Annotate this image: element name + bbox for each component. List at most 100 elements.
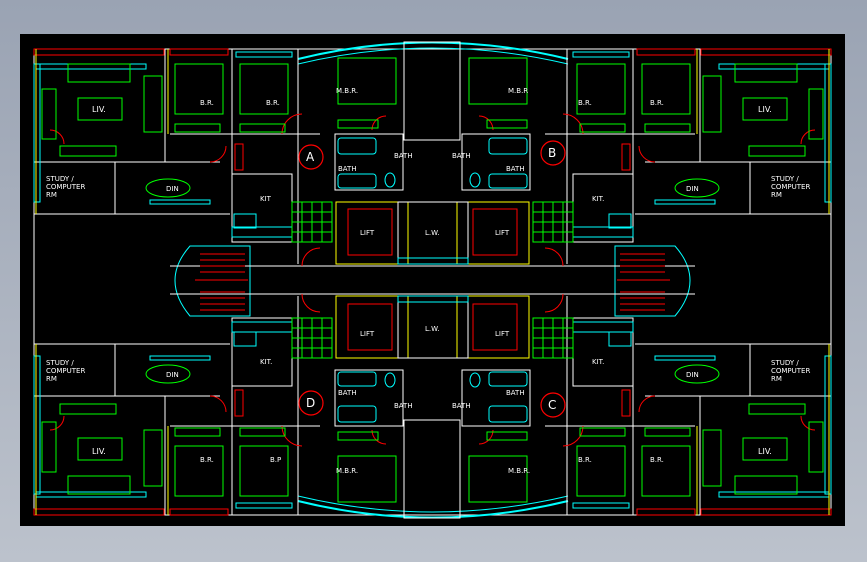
plan-line <box>644 123 691 133</box>
plan-line <box>469 172 481 188</box>
plan-line <box>533 318 573 358</box>
room-label-din: DIN <box>166 185 179 193</box>
plan-line <box>674 178 720 198</box>
plan-line <box>572 317 634 387</box>
room-label-rm: RM <box>46 191 57 199</box>
plan-line <box>641 63 691 115</box>
plan-line <box>41 421 57 473</box>
plan-line <box>239 445 289 497</box>
plan-line <box>337 57 397 105</box>
plan-line <box>41 88 57 140</box>
plan-line <box>169 48 229 56</box>
plan-line <box>337 119 379 129</box>
plan-line <box>231 173 293 243</box>
unit-d-label: D <box>306 396 315 410</box>
room-label-study: STUDY / <box>771 175 799 183</box>
plan-line <box>654 355 716 361</box>
room-label-br: B.R. <box>200 99 214 107</box>
lift-car <box>347 303 393 351</box>
plan-line <box>824 355 832 495</box>
plan-line <box>636 48 696 56</box>
room-label-lift: LIFT <box>360 330 375 338</box>
room-label-br: B.R. <box>578 99 592 107</box>
right-stair-bay <box>614 245 691 317</box>
floor-plan-canvas: A B D C LIV. LIV. LIV. LIV. STUDY / COMP… <box>33 41 832 519</box>
unit-b-label: B <box>548 146 556 160</box>
plan-line <box>33 508 165 516</box>
plan-line <box>572 173 634 243</box>
plan-line <box>638 145 656 163</box>
plan-line <box>397 295 469 303</box>
plan-line <box>33 355 41 495</box>
plan-line <box>800 129 816 145</box>
lift-core-bottom-right <box>456 295 530 359</box>
lift-core-top-left <box>335 201 409 265</box>
plan-line <box>281 113 303 135</box>
plan-line <box>233 331 257 347</box>
room-label-br: B.R. <box>200 456 214 464</box>
plan-line <box>702 429 722 487</box>
plan-line <box>544 293 564 313</box>
plan-line <box>700 508 832 516</box>
room-label-bath: BATH <box>506 389 525 397</box>
room-label-computer: COMPUTER <box>46 367 85 375</box>
plan-line <box>337 371 377 387</box>
plan-line <box>702 75 722 133</box>
room-label-bath: BATH <box>338 165 357 173</box>
plan-line <box>461 369 531 427</box>
plan-line <box>209 145 227 163</box>
plan-line <box>748 145 806 157</box>
room-label-bath: BATH <box>394 152 413 160</box>
room-label-din: DIN <box>166 371 179 379</box>
plan-line <box>337 173 377 189</box>
top-facade-curve <box>297 41 569 60</box>
room-label-lift: LIFT <box>360 229 375 237</box>
room-label-mbr: M.B.R. <box>336 467 358 475</box>
room-label-mbr: M.B.R <box>508 87 528 95</box>
plan-line <box>149 355 211 361</box>
plan-line <box>149 199 211 205</box>
lift-core-bottom-left <box>335 295 409 359</box>
room-label-liv: LIV. <box>758 105 772 114</box>
outer-wall <box>33 48 832 516</box>
plan-line <box>59 403 117 415</box>
plan-line <box>174 63 224 115</box>
room-label-br: B.R. <box>578 456 592 464</box>
plan-line <box>234 143 244 171</box>
plan-line <box>145 178 191 198</box>
plan-line <box>572 502 630 509</box>
plan-line <box>49 415 65 431</box>
room-label-lobby: L.W. <box>425 325 439 333</box>
bottom-facade-curve-inner <box>297 495 569 513</box>
plan-line <box>461 133 531 191</box>
room-label-kit: KIT. <box>592 358 604 366</box>
room-label-rm: RM <box>46 375 57 383</box>
plan-line <box>143 429 163 487</box>
room-label-study: STUDY / <box>771 359 799 367</box>
room-label-liv: LIV. <box>92 105 106 114</box>
plan-line <box>397 257 469 265</box>
room-label-study: STUDY / <box>46 359 74 367</box>
unit-a-marker <box>298 144 324 170</box>
lift-car <box>472 208 518 256</box>
plan-line <box>337 455 397 503</box>
left-stair <box>195 253 248 311</box>
plan-line <box>33 48 165 56</box>
room-label-lobby: L.W. <box>425 229 439 237</box>
room-label-br: B.R. <box>650 99 664 107</box>
plan-line <box>337 431 379 441</box>
plan-line <box>621 143 631 171</box>
plan-line <box>576 445 626 497</box>
plan-line <box>235 502 293 509</box>
plan-line <box>644 427 691 437</box>
lift-car <box>347 208 393 256</box>
plan-line <box>292 318 332 358</box>
room-label-din: DIN <box>686 371 699 379</box>
room-label-computer: COMPUTER <box>771 183 810 191</box>
plan-line <box>239 63 289 115</box>
shaft-bottom <box>403 419 461 519</box>
room-label-bath: BATH <box>506 165 525 173</box>
plan-line <box>488 137 528 155</box>
plan-line <box>544 247 564 267</box>
plan-line <box>488 173 528 189</box>
